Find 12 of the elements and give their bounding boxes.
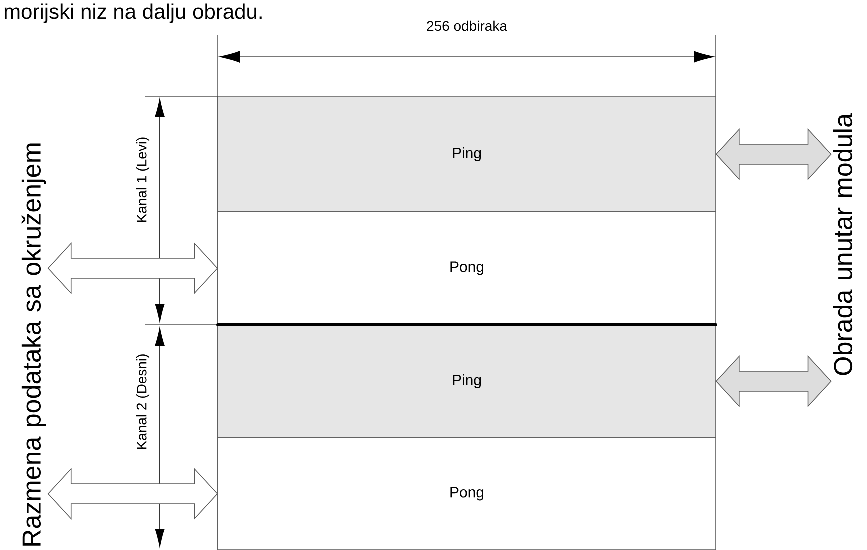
buffer-block: Ping bbox=[218, 324, 716, 438]
side-label: Obrada unutar modula bbox=[833, 114, 853, 376]
buffer-block: Ping bbox=[218, 96, 716, 212]
dimension-label: 256 odbiraka bbox=[427, 20, 508, 32]
buffer-block: Pong bbox=[218, 438, 716, 550]
double-arrow bbox=[48, 242, 218, 295]
caption-text: morijski niz na dalju obradu. bbox=[4, 4, 262, 24]
buffer-block: Pong bbox=[218, 212, 716, 326]
channel-label: Kanal 2 (Desni) bbox=[135, 352, 151, 452]
side-label: Razmena podataka sa okruženjem bbox=[22, 144, 46, 546]
double-arrow bbox=[48, 468, 218, 520]
channel-label: Kanal 1 (Levi) bbox=[135, 136, 151, 224]
